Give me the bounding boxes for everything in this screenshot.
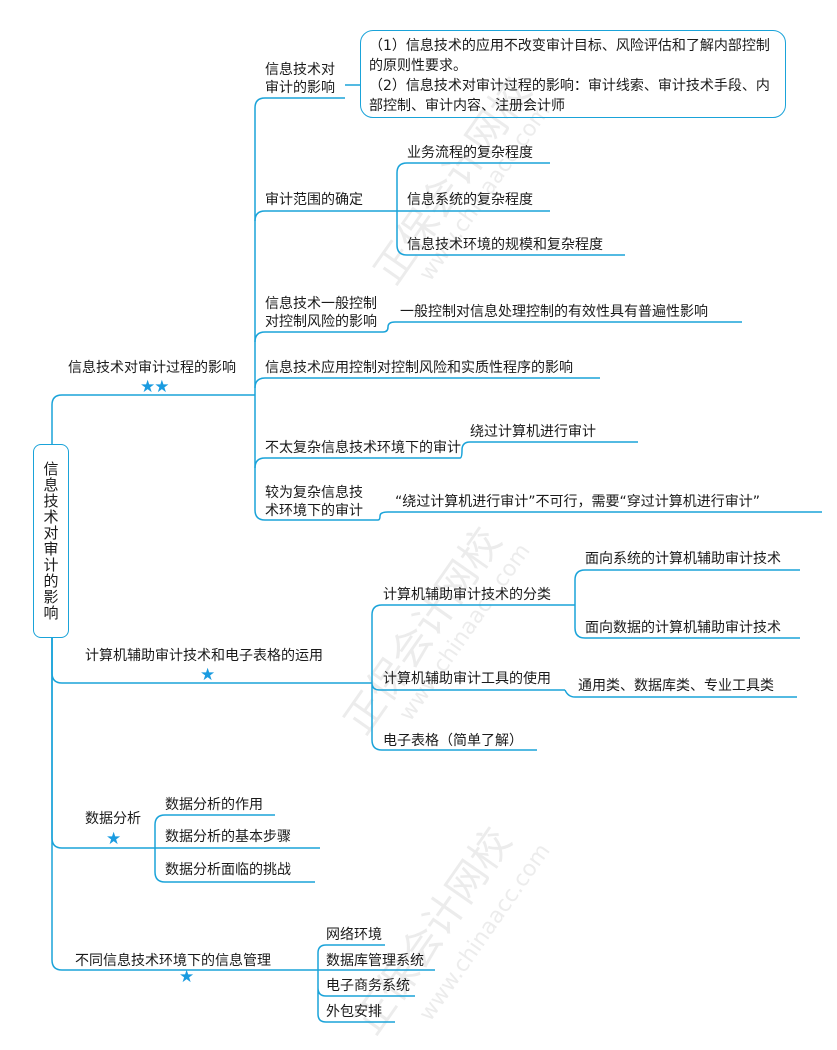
connector-branch-4 xyxy=(51,638,318,971)
leaf-label[interactable]: 网络环境 xyxy=(326,927,382,943)
note-line: （2）信息技术对审计过程的影响：审计线索、审计技术手段、内部控制、审计内容、注册… xyxy=(369,78,770,114)
connector-branch-1 xyxy=(51,394,255,444)
leaf-label[interactable]: 数据分析的作用 xyxy=(165,797,263,813)
leaf-label[interactable]: 绕过计算机进行审计 xyxy=(470,424,596,440)
star-rating: ★ xyxy=(200,665,215,685)
underline-scope xyxy=(254,210,397,222)
underline-complex-env xyxy=(377,511,822,521)
leaf-label[interactable]: 业务流程的复杂程度 xyxy=(407,145,533,161)
star-rating: ★★ xyxy=(140,377,170,397)
node-label[interactable]: 信息技术对 审计的影响 xyxy=(265,62,335,96)
leaf-label[interactable]: 一般控制对信息处理控制的有效性具有普遍性影响 xyxy=(400,304,708,320)
node-label[interactable]: 电子表格（简单了解） xyxy=(383,733,523,749)
connector-b3-trunk xyxy=(154,814,320,883)
node-label[interactable]: 计算机辅助审计工具的使用 xyxy=(383,671,551,687)
star-rating: ★ xyxy=(106,829,121,849)
leaf-label[interactable]: 通用类、数据库类、专业工具类 xyxy=(578,678,774,694)
node-label[interactable]: 信息技术应用控制对控制风险和实质性程序的影响 xyxy=(265,360,573,376)
node-label[interactable]: 不太复杂信息技术环境下的审计 xyxy=(265,440,461,456)
branch-label[interactable]: 不同信息技术环境下的信息管理 xyxy=(75,953,271,969)
connector-b4-trunk xyxy=(317,944,435,1023)
note-box: （1）信息技术的应用不改变审计目标、风险评估和了解内部控制的原则性要求。 （2）… xyxy=(360,30,786,118)
branch-label[interactable]: 计算机辅助审计技术和电子表格的运用 xyxy=(85,648,323,664)
leaf-label[interactable]: 外包安排 xyxy=(326,1004,382,1020)
root-node[interactable]: 信息技术对审计的影响 xyxy=(33,444,69,638)
connector-b1-trunk xyxy=(254,97,345,395)
underline-simple-env xyxy=(254,441,638,469)
root-label: 信息技术对审计的影响 xyxy=(41,461,60,621)
branch-label[interactable]: 信息技术对审计过程的影响 xyxy=(68,360,236,376)
connector-b2-trunk xyxy=(371,604,575,751)
star-rating: ★ xyxy=(179,967,194,987)
leaf-label[interactable]: 信息系统的复杂程度 xyxy=(407,192,533,208)
leaf-label[interactable]: 数据分析面临的挑战 xyxy=(165,862,291,878)
leaf-label[interactable]: 数据库管理系统 xyxy=(326,953,424,969)
underline-general-control xyxy=(254,321,742,343)
node-label[interactable]: 较为复杂信息技 术环境下的审计 xyxy=(265,485,363,519)
branch-label[interactable]: 数据分析 xyxy=(85,811,141,827)
underline-app-control xyxy=(254,377,600,389)
connector-classification-children xyxy=(574,569,800,639)
leaf-label[interactable]: “绕过计算机进行审计”不可行，需要“穿过计算机进行审计” xyxy=(395,494,761,510)
node-label[interactable]: 信息技术一般控制 对控制风险的影响 xyxy=(265,296,377,330)
leaf-label[interactable]: 数据分析的基本步骤 xyxy=(165,829,291,845)
connector-scope-children xyxy=(396,162,625,256)
node-label[interactable]: 计算机辅助审计技术的分类 xyxy=(383,587,551,603)
leaf-label[interactable]: 面向系统的计算机辅助审计技术 xyxy=(585,551,781,567)
underline-tool-usage-child xyxy=(564,689,797,698)
note-line: （1）信息技术的应用不改变审计目标、风险评估和了解内部控制的原则性要求。 xyxy=(369,38,770,74)
leaf-label[interactable]: 电子商务系统 xyxy=(326,978,410,994)
leaf-label[interactable]: 信息技术环境的规模和复杂程度 xyxy=(407,237,603,253)
connector-b1-trunk-down xyxy=(254,395,378,521)
node-label[interactable]: 审计范围的确定 xyxy=(265,192,363,208)
leaf-label[interactable]: 面向数据的计算机辅助审计技术 xyxy=(585,620,781,636)
